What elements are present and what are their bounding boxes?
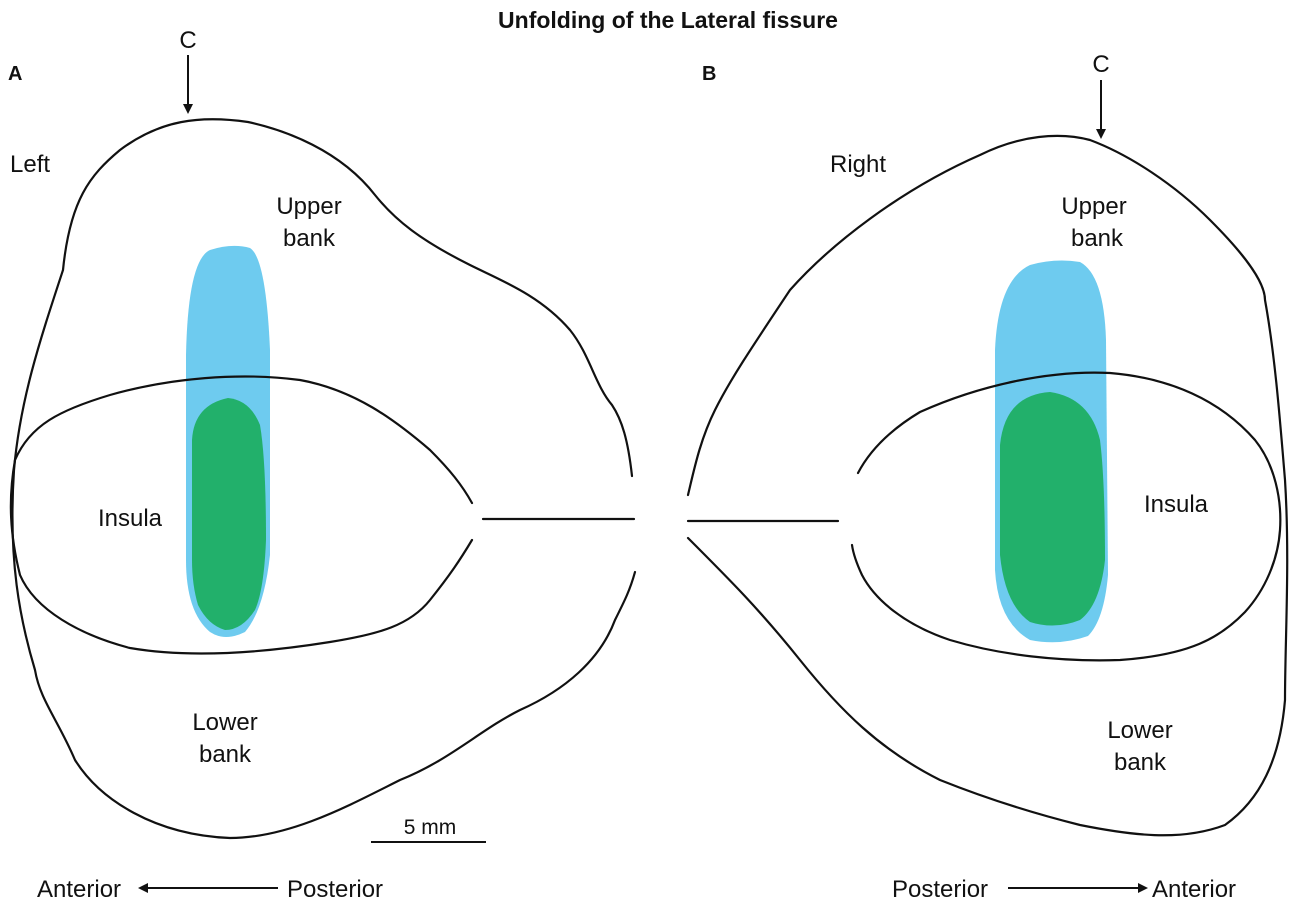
panel-b-insula-label: Insula [1144, 491, 1209, 518]
panel-b: B Right C Upper bank Insula Lower bank P… [686, 51, 1289, 903]
panel-b-axis-posterior: Posterior [892, 876, 988, 903]
panel-a-lower-bank-line1: Lower [192, 709, 257, 736]
panel-a: A Left C Upper bank Insula Lower bank 5 … [8, 27, 637, 903]
panel-a-upper-bank-line2: bank [283, 225, 336, 252]
figure-title: Unfolding of the Lateral fissure [498, 7, 838, 33]
panel-b-outer-outline [686, 134, 1289, 837]
panel-a-side-label: Left [10, 151, 50, 178]
panel-a-insula-outline [9, 375, 474, 655]
panel-b-upper-bank-line2: bank [1071, 225, 1124, 252]
panel-b-green-region [1000, 392, 1105, 626]
panel-b-axis-anterior: Anterior [1152, 876, 1236, 903]
panel-a-c-marker: C [179, 27, 196, 54]
panel-b-lower-bank-line2: bank [1114, 749, 1167, 776]
panel-a-green-region [192, 398, 266, 630]
panel-a-insula-label: Insula [98, 505, 163, 532]
panel-b-upper-bank-line1: Upper [1061, 193, 1126, 220]
panel-a-outer-outline [11, 118, 637, 840]
panel-b-letter: B [702, 63, 716, 85]
panel-b-lower-bank-line1: Lower [1107, 717, 1172, 744]
panel-a-letter: A [8, 63, 22, 85]
scale-bar-label: 5 mm [404, 816, 457, 839]
panel-a-lower-bank-line2: bank [199, 741, 252, 768]
panel-b-c-marker: C [1092, 51, 1109, 78]
panel-a-axis-anterior: Anterior [37, 876, 121, 903]
panel-b-insula-outline [850, 371, 1282, 662]
panel-a-axis-posterior: Posterior [287, 876, 383, 903]
panel-b-side-label: Right [830, 151, 886, 178]
panel-a-upper-bank-line1: Upper [276, 193, 341, 220]
